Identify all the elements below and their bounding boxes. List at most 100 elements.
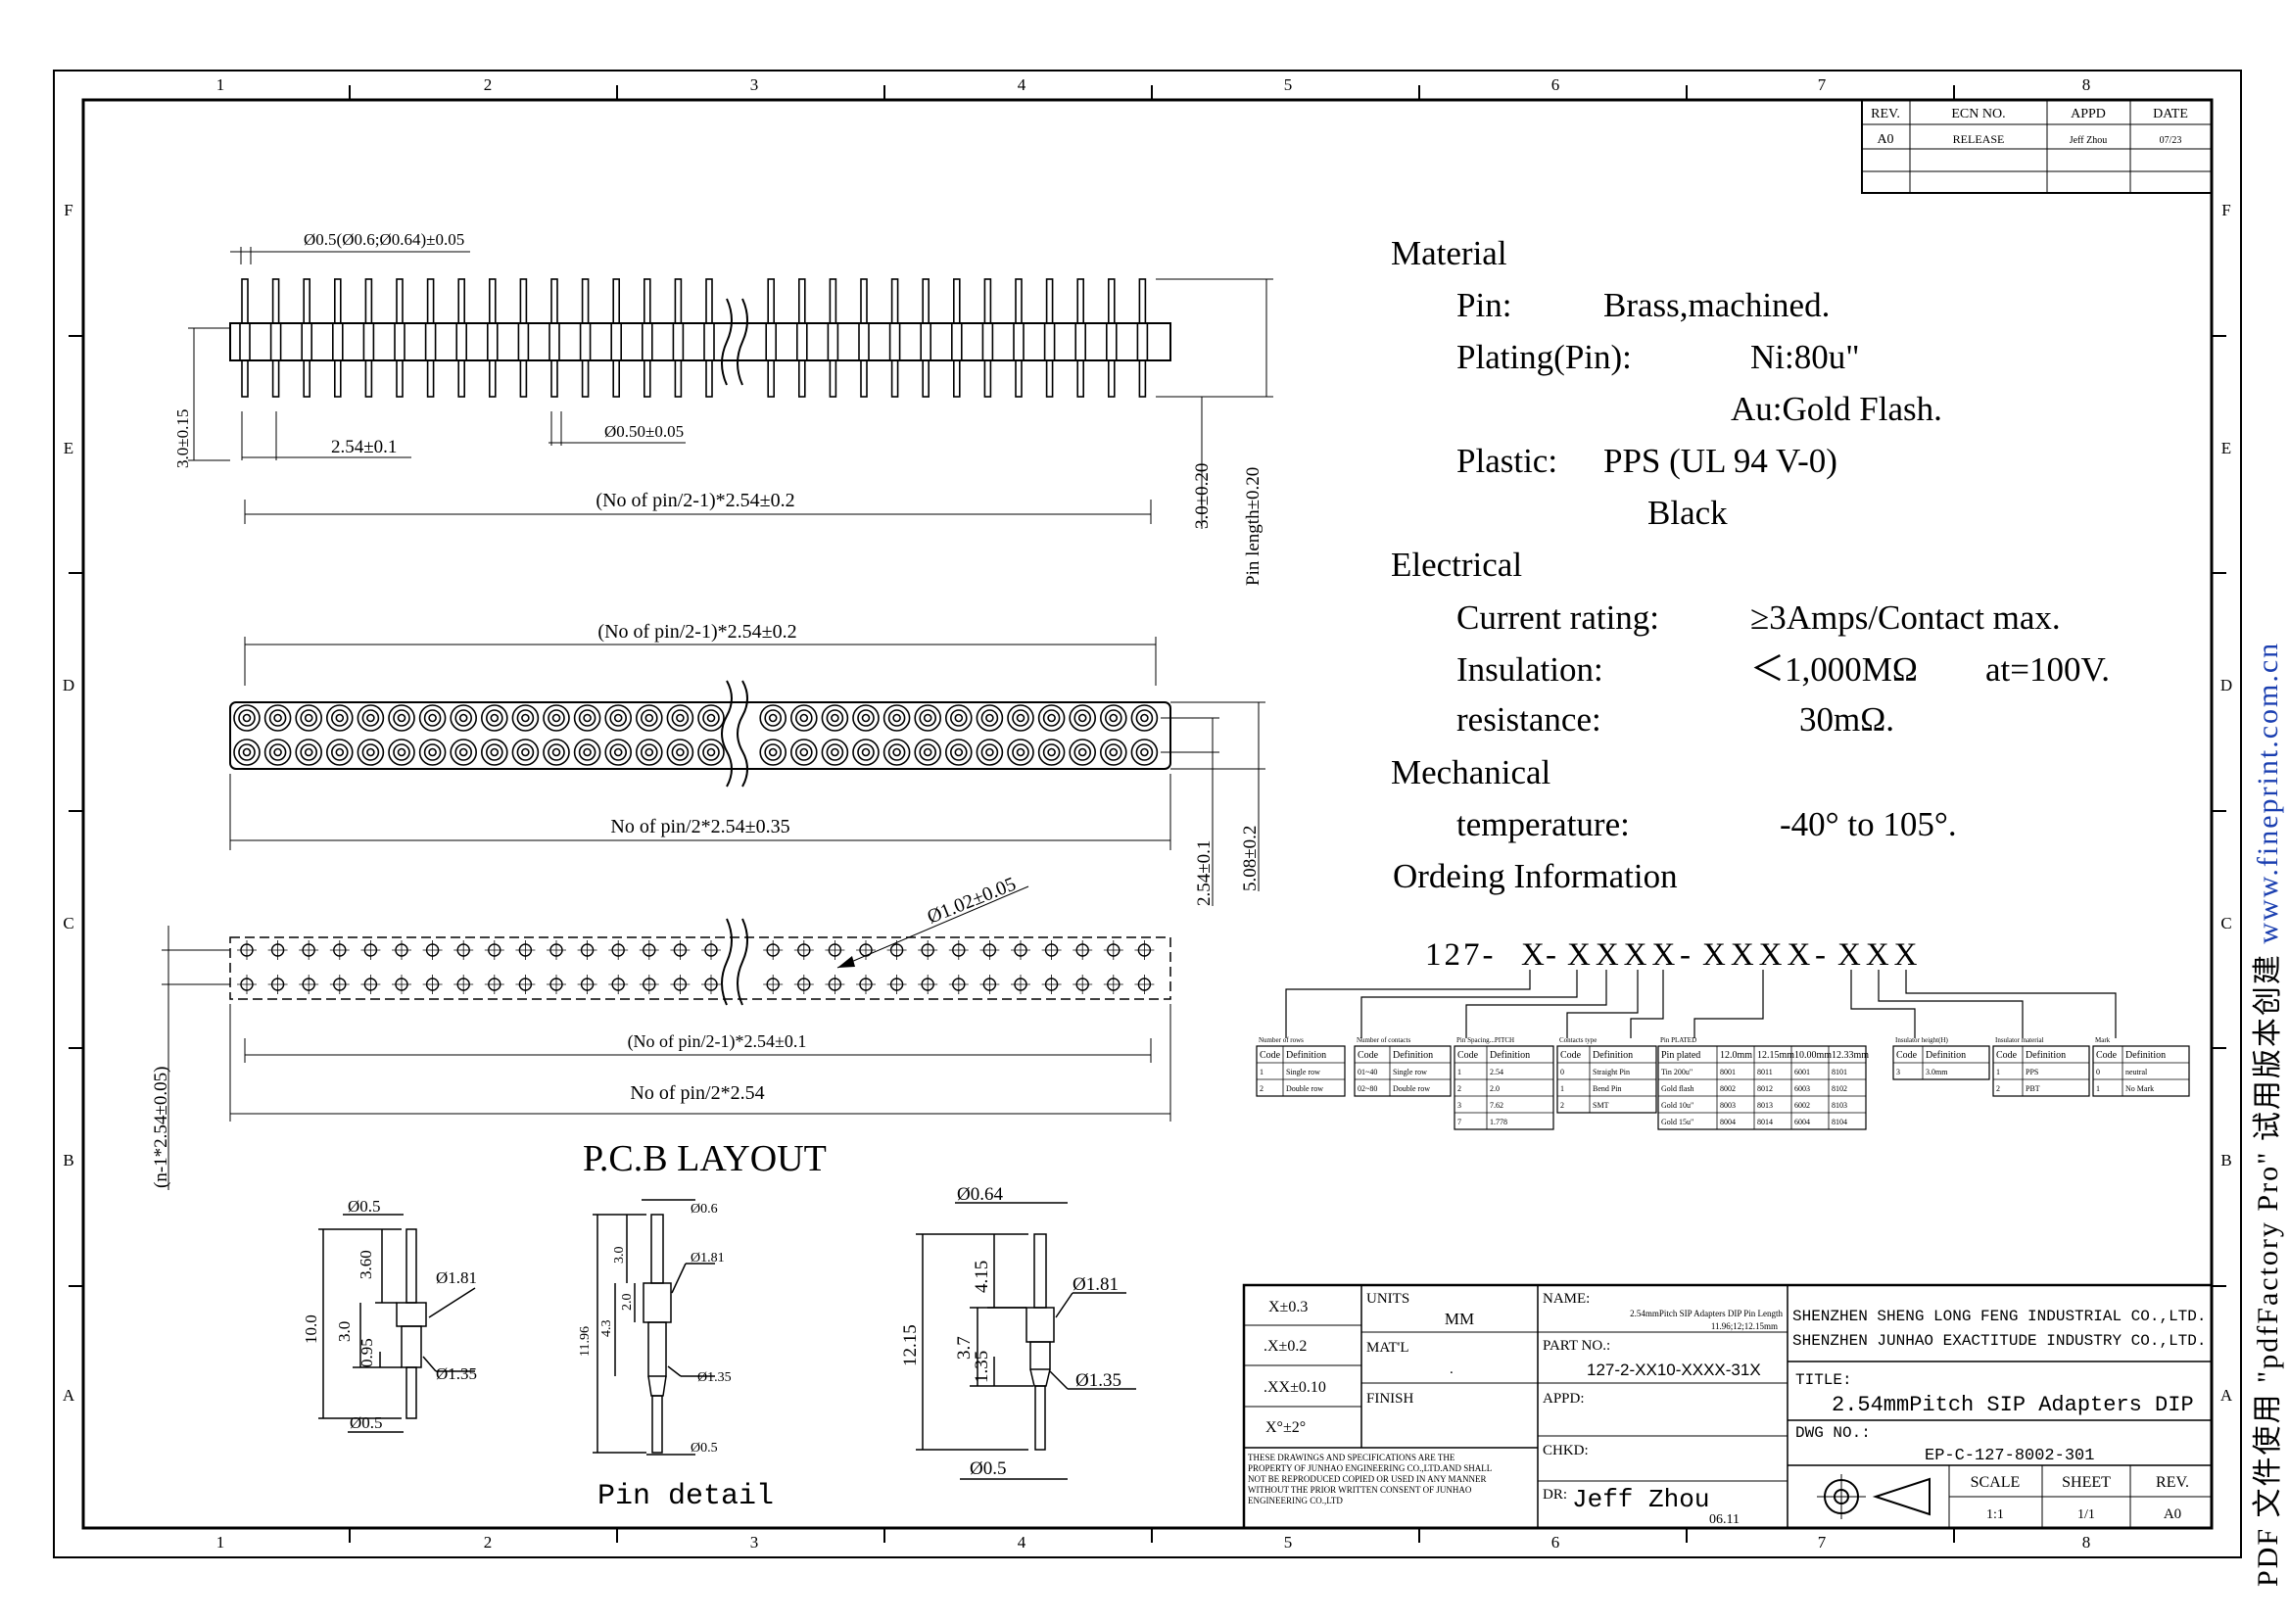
p3-mid: 3.7 bbox=[954, 1336, 975, 1360]
appd-header: APPD bbox=[2071, 107, 2106, 121]
order-table-cell: 2 bbox=[1996, 1084, 2000, 1093]
contact-hole bbox=[789, 739, 818, 766]
order-table-cell: PBT bbox=[2026, 1084, 2040, 1093]
order-table-header: 10.00mm bbox=[1794, 1050, 1832, 1061]
shoulder-dim: 3.0±0.15 bbox=[173, 409, 192, 468]
side-pin bbox=[362, 278, 375, 398]
side-pin bbox=[517, 278, 530, 398]
contact-hole bbox=[914, 704, 942, 732]
rev-value-tb: A0 bbox=[2164, 1506, 2181, 1522]
p1-mid: 3.0 bbox=[335, 1321, 354, 1342]
outer-frame bbox=[53, 70, 2242, 1558]
pin-length-dim: Pin length±0.20 bbox=[1243, 467, 1264, 586]
zone-col-label: 2 bbox=[484, 75, 493, 94]
rev-label: REV. bbox=[2156, 1474, 2189, 1491]
part-code-sep2: - bbox=[1680, 937, 1693, 973]
zone-ticks bbox=[69, 85, 2226, 1543]
order-table-cell: 3 bbox=[1896, 1068, 1900, 1076]
tol-4: X°±2° bbox=[1265, 1419, 1306, 1436]
length-mid-dim: (No of pin/2-1)*2.54±0.2 bbox=[597, 621, 796, 643]
p2-collar: Ø1.35 bbox=[697, 1370, 732, 1385]
spec-current-label: Current rating: bbox=[1456, 598, 1659, 637]
title-label: TITLE: bbox=[1795, 1371, 1852, 1389]
order-table-cell: No Mark bbox=[2125, 1084, 2154, 1093]
dr-date: 06.11 bbox=[1709, 1512, 1740, 1527]
order-table-cell: Gold flash bbox=[1661, 1084, 1694, 1093]
contact-hole bbox=[233, 739, 261, 766]
order-table-cell: 8104 bbox=[1832, 1118, 1847, 1126]
pin-dia-dim: Ø0.5(Ø0.6;Ø0.64)±0.05 bbox=[304, 230, 464, 249]
order-table-cell: Double row bbox=[1286, 1084, 1323, 1093]
order-table-cell: 2 bbox=[1457, 1084, 1461, 1093]
p1-tail-dia: Ø0.5 bbox=[350, 1413, 383, 1432]
contact-hole bbox=[543, 704, 570, 732]
contact-hole bbox=[789, 704, 818, 732]
order-table-header: Code bbox=[2096, 1050, 2118, 1061]
zone-col-label: 5 bbox=[1284, 75, 1293, 94]
contact-hole bbox=[666, 704, 694, 732]
order-table-cell: 8102 bbox=[1832, 1084, 1847, 1093]
side-pin bbox=[981, 278, 994, 398]
contact-hole bbox=[325, 704, 354, 732]
order-table-title: Pin PLATED bbox=[1660, 1036, 1696, 1044]
contact-hole bbox=[511, 739, 540, 766]
date-header: DATE bbox=[2153, 107, 2188, 121]
contact-hole bbox=[697, 704, 725, 732]
order-table-header: 12.33mm bbox=[1832, 1050, 1869, 1061]
order-table-header: Definition bbox=[1926, 1050, 1966, 1061]
contact-hole bbox=[573, 704, 601, 732]
order-table-cell: 8014 bbox=[1757, 1118, 1773, 1126]
p3-upper: 4.15 bbox=[972, 1261, 992, 1293]
sheet-label: SHEET bbox=[2062, 1474, 2111, 1491]
side-pin bbox=[1106, 278, 1118, 398]
order-table-header: Code bbox=[1358, 1050, 1379, 1061]
break-symbol bbox=[721, 918, 733, 1006]
side-pin bbox=[424, 278, 437, 398]
order-table-cell: 8004 bbox=[1720, 1118, 1736, 1126]
order-table-header: Definition bbox=[2125, 1050, 2166, 1061]
watermark-url[interactable]: www.fineprint.com.cn bbox=[2252, 641, 2284, 944]
spec-electrical: Electrical bbox=[1391, 546, 1522, 584]
order-table-cell: 7 bbox=[1457, 1118, 1461, 1126]
contact-hole bbox=[882, 739, 911, 766]
disclaimer-line: THESE DRAWINGS AND SPECIFICATIONS ARE TH… bbox=[1248, 1453, 1455, 1462]
side-pin bbox=[269, 278, 282, 398]
contact-hole bbox=[573, 739, 601, 766]
order-table-header: Definition bbox=[1490, 1050, 1530, 1061]
contact-hole bbox=[1130, 739, 1159, 766]
body-pin-dim: Ø0.50±0.05 bbox=[604, 422, 684, 441]
p3-neck: 1.35 bbox=[972, 1351, 992, 1383]
order-table-cell: 1 bbox=[1560, 1084, 1564, 1093]
width-dim: 5.08±0.2 bbox=[1240, 826, 1261, 891]
partno-label: PART NO.: bbox=[1543, 1338, 1610, 1354]
contact-hole bbox=[418, 739, 447, 766]
zone-row-label: B bbox=[2220, 1151, 2231, 1170]
zone-col-label: 4 bbox=[1018, 75, 1026, 94]
chkd-label: CHKD: bbox=[1543, 1443, 1589, 1458]
spec-temp-label: temperature: bbox=[1456, 805, 1630, 843]
side-pin bbox=[394, 278, 405, 398]
code-leader bbox=[1905, 970, 2117, 1038]
part-code-sep3: - bbox=[1815, 937, 1829, 973]
order-table-title: Insulator material bbox=[1995, 1036, 2044, 1044]
order-table-cell: 8001 bbox=[1720, 1068, 1736, 1076]
spec-plating-label: Plating(Pin): bbox=[1456, 338, 1632, 376]
zone-row-label: D bbox=[2220, 676, 2232, 694]
p2-total: 11.96 bbox=[578, 1326, 593, 1357]
contact-hole bbox=[295, 704, 323, 732]
spec-pin-label: Pin: bbox=[1456, 286, 1511, 324]
tol-1: X±0.3 bbox=[1268, 1299, 1308, 1315]
order-table-cell: 8003 bbox=[1720, 1101, 1736, 1110]
spec-resistance-label: resistance: bbox=[1456, 700, 1601, 739]
contact-hole bbox=[1037, 739, 1066, 766]
order-table-cell: 2.0 bbox=[1490, 1084, 1500, 1093]
contact-hole bbox=[976, 739, 1004, 766]
side-pin bbox=[765, 278, 778, 398]
contact-hole bbox=[1100, 704, 1127, 732]
side-pin bbox=[703, 278, 715, 398]
order-table-header: Code bbox=[1260, 1050, 1281, 1061]
contact-hole bbox=[480, 704, 508, 732]
